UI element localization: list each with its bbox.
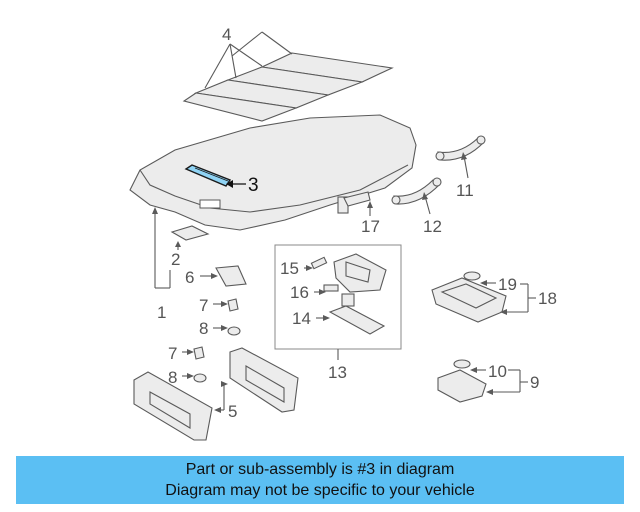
trim-strip-highlight: [184, 164, 232, 187]
callout-3: 3: [248, 175, 259, 196]
part-6: 6: [185, 265, 247, 287]
callout-19: 19: [498, 275, 517, 294]
callout-4: 4: [222, 25, 231, 44]
part-2: 2: [170, 225, 210, 269]
banner-line-1: Part or sub-assembly is #3 in diagram: [185, 461, 455, 478]
callout-16: 16: [290, 283, 309, 302]
callout-11: 11: [456, 181, 474, 200]
callout-1: 1: [157, 303, 166, 322]
headliner: 1: [129, 114, 417, 322]
headliner-panel: [129, 114, 417, 231]
sun-visors: 5: [133, 347, 299, 441]
info-banner: Part or sub-assembly is #3 in diagram Di…: [16, 456, 624, 504]
callout-9: 9: [530, 373, 539, 392]
callout-15: 15: [280, 259, 299, 278]
callout-18: 18: [538, 289, 557, 308]
callout-12: 12: [423, 217, 442, 236]
parts-7-8-upper: 7 8: [199, 296, 241, 338]
callout-10: 10: [488, 362, 507, 381]
callout-7-lower: 7: [168, 344, 177, 363]
grab-handles: 11 12: [391, 135, 486, 236]
roof-pad: [182, 92, 299, 122]
sun-visor-left: [133, 371, 213, 441]
callout-6: 6: [185, 268, 194, 287]
target-part-3: 3: [184, 164, 259, 196]
dome-lamp-group: 15 16 14 13: [274, 244, 402, 382]
banner-line-2: Diagram may not be specific to your vehi…: [165, 482, 475, 499]
callout-8-lower: 8: [168, 368, 177, 387]
callout-13: 13: [328, 363, 347, 382]
roof-pad-group: 4: [182, 25, 394, 122]
callout-7-upper: 7: [199, 296, 208, 315]
parts-diagram: 4 1 3 2 6: [129, 25, 557, 441]
sun-visor-right: [229, 347, 299, 413]
parts-7-8-lower: 7 8: [168, 344, 207, 387]
map-lamp-group: 19 18: [431, 271, 557, 323]
callout-5: 5: [228, 402, 237, 421]
callout-2: 2: [171, 250, 180, 269]
callout-8-upper: 8: [199, 319, 208, 338]
callout-17: 17: [361, 217, 380, 236]
cargo-lamp-group: 10 9: [437, 359, 539, 403]
callout-14: 14: [292, 309, 311, 328]
part-17: 17: [337, 191, 380, 236]
